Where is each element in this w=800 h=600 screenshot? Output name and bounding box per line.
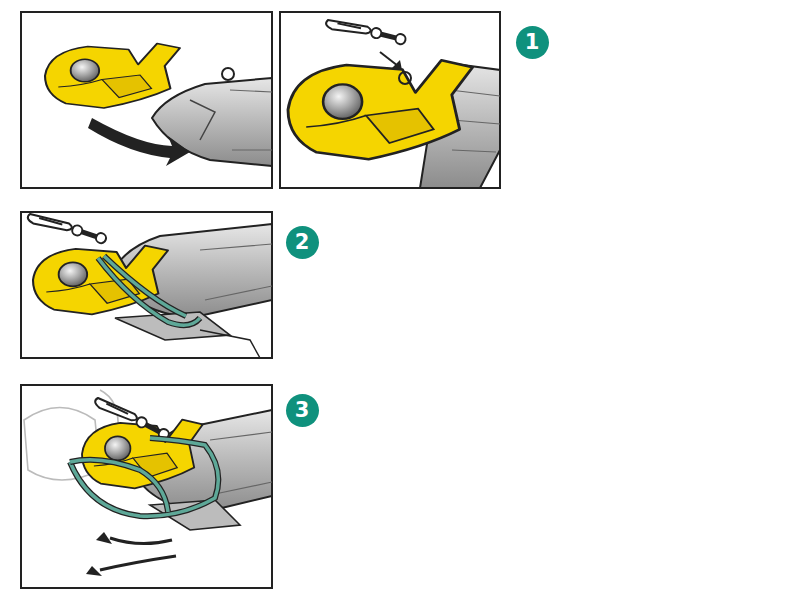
callout-circle: 2: [286, 226, 319, 259]
callout-circle: 3: [286, 394, 319, 427]
callout-circle: 1: [516, 26, 549, 59]
callout-number: 1: [525, 32, 540, 53]
callout-number: 2: [295, 232, 310, 253]
callout-number: 3: [295, 400, 310, 421]
